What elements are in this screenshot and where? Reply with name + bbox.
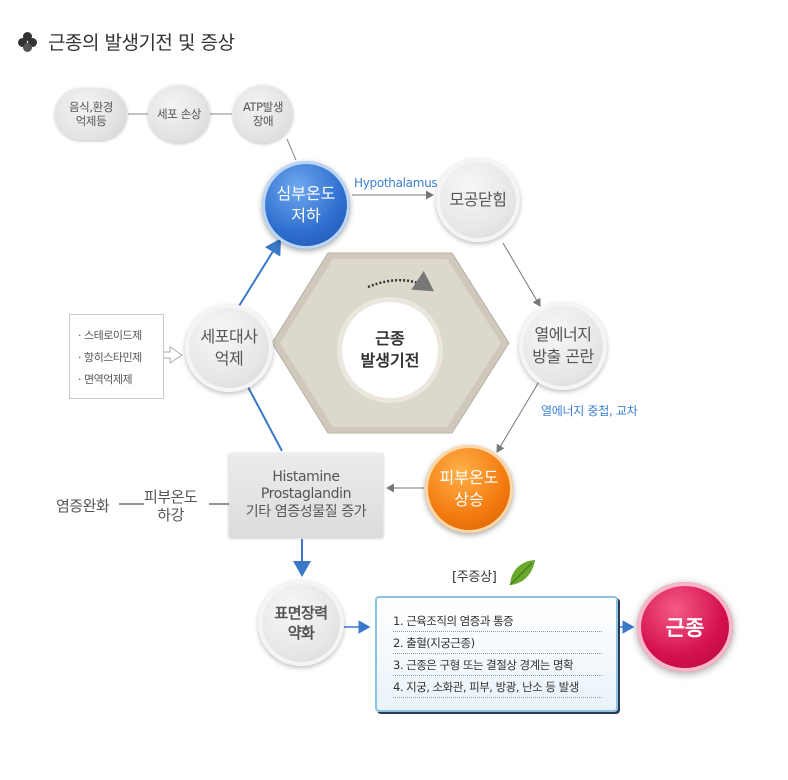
symptom-item: 1. 근육조직의 염증과 통증 [393, 610, 602, 632]
node-surface-tension-line2: 약화 [287, 624, 315, 642]
node-fibroid-label: 근종 [665, 616, 705, 640]
leaf-icon [509, 560, 535, 586]
node-skin-temp-fall: 피부온도 하강 [144, 488, 198, 524]
page-title-text: 근종의 발생기전 및 증상 [48, 32, 235, 54]
suppressor-list: · 스테로이드제 · 항히스타민제 · 면역억제제 [69, 314, 164, 399]
arrow-heat-to-skinrise [496, 379, 541, 453]
histamine-box-line3: 기타 염증성물질 증가 [245, 503, 367, 520]
rotation-arrow [367, 270, 435, 292]
symptom-item: 4. 지궁, 소화관, 피부, 방광, 난소 등 발생 [393, 676, 602, 698]
node-skin-temp-fall-line2: 하강 [157, 506, 184, 524]
histamine-box-line2: Prostaglandin [260, 486, 352, 503]
node-heat-release-line2: 방출 곤란 [532, 347, 594, 366]
suppressor-item: · 면역억제제 [78, 373, 133, 386]
node-surface-tension-line1: 표면장력 [274, 603, 328, 622]
node-atp-disorder-line1: ATP발생 [242, 99, 284, 114]
arrow-suppressor-to-metabolism [164, 346, 183, 364]
arrow-histamine-to-metabolism [246, 384, 283, 452]
node-pore-closure: 모공닫힘 [436, 158, 520, 242]
symptoms-title: [주증상] [452, 570, 497, 585]
arrow-pore-to-heat [502, 242, 541, 307]
node-skin-temp-rise-line2: 상승 [454, 490, 484, 509]
page-title: 근종의 발생기전 및 증상 [18, 28, 235, 55]
node-fibroid: 근종 [637, 582, 733, 672]
node-core-temp-drop-line2: 저하 [291, 206, 321, 225]
symptom-item: 2. 출혈(지궁근종) [393, 632, 602, 654]
histamine-box: Histamine Prostaglandin 기타 염증성물질 증가 [229, 453, 383, 537]
node-skin-temp-fall-line1: 피부온도 [144, 488, 198, 506]
center-mechanism-line1: 근종 [375, 329, 405, 349]
node-cell-damage-label: 세포 손상 [157, 106, 201, 121]
node-core-temp-drop-line1: 심부온도 [276, 184, 336, 204]
node-pore-closure-label: 모공닫힘 [449, 190, 507, 210]
histamine-box-line1: Histamine [272, 469, 340, 486]
node-heat-release-line1: 열에너지 [534, 325, 592, 345]
symptoms-box: 1. 근육조직의 염증과 통증 2. 출혈(지궁근종) 3. 근종은 구형 또는… [375, 596, 618, 712]
label-heat-overlap: 열에너지 중첩, 교차 [541, 404, 638, 418]
suppressor-item: · 항히스타민제 [78, 351, 142, 364]
arrow-metabolism-to-core [238, 238, 282, 307]
clover-icon [18, 31, 38, 52]
connector-atp-core [286, 138, 297, 161]
node-cell-metabolism-line2: 억제 [214, 349, 244, 368]
node-inflammation-relief: 염증완화 [56, 497, 110, 515]
node-cell-damage: 세포 손상 [148, 85, 210, 143]
symptom-item: 3. 근종은 구형 또는 결절상 경계는 명확 [393, 654, 602, 676]
label-hypothalamus: Hypothalamus [354, 176, 438, 190]
center-mechanism-line2: 발생기전 [360, 351, 420, 370]
suppressor-item: · 스테로이드제 [78, 329, 142, 342]
node-atp-disorder-line2: 장애 [252, 114, 274, 128]
node-food-inhibition-line2: 억제등 [75, 114, 107, 128]
node-skin-temp-rise-line1: 피부온도 [439, 468, 499, 488]
node-food-inhibition-line1: 음식,환경 [69, 99, 113, 114]
node-cell-metabolism-line1: 세포대사 [200, 327, 258, 347]
